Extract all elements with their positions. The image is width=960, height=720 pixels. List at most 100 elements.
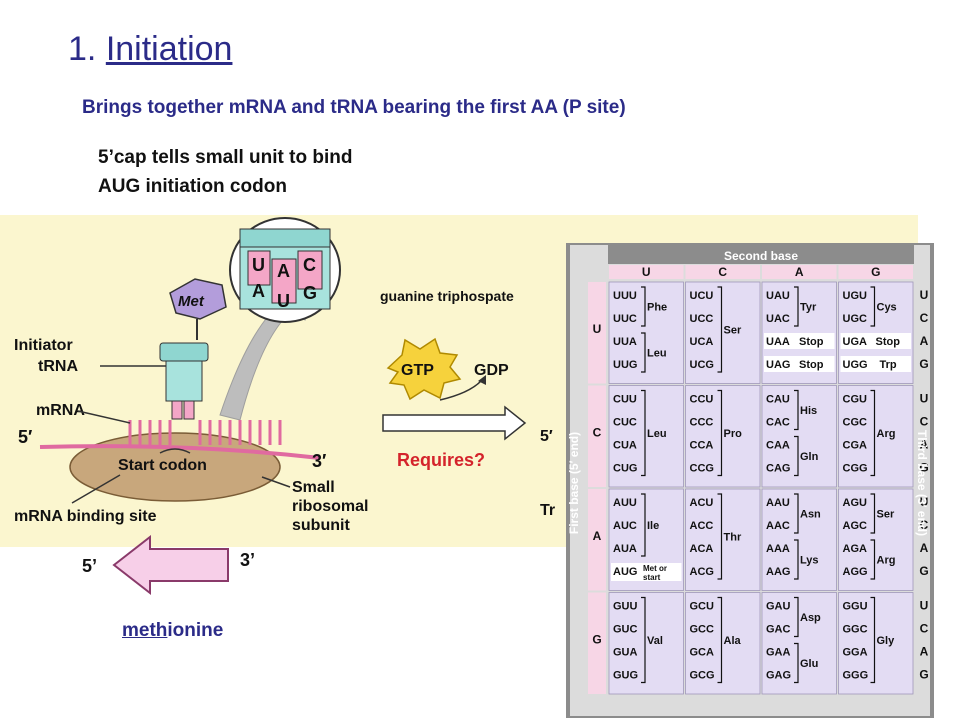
codon-CGU: CGU bbox=[843, 394, 868, 406]
codon-bracket bbox=[717, 493, 723, 580]
stop-codon-UGA: UGA bbox=[843, 336, 868, 348]
small-subunit-label-3: subunit bbox=[292, 517, 350, 534]
codon-CAA: CAA bbox=[766, 440, 790, 452]
third-base-C: C bbox=[920, 622, 929, 636]
third-base-axis-label: Third base (3′ end) bbox=[915, 430, 929, 536]
codon-cell bbox=[838, 488, 914, 591]
codon-ACA: ACA bbox=[690, 543, 714, 555]
codon-cell bbox=[838, 592, 914, 695]
codon-GAC: GAC bbox=[766, 624, 791, 636]
codon-bracket bbox=[794, 286, 799, 327]
codon-bracket bbox=[717, 596, 723, 684]
codon-CGG: CGG bbox=[843, 463, 868, 475]
mrna-label: mRNA bbox=[36, 402, 85, 419]
stop-label: Stop bbox=[799, 336, 824, 348]
stop-highlight bbox=[764, 333, 835, 349]
first-base-axis-label: First base (5′ end) bbox=[567, 432, 581, 534]
codon-CCA: CCA bbox=[690, 440, 714, 452]
codon-UGC: UGC bbox=[843, 313, 868, 325]
codon-GCU: GCU bbox=[690, 601, 715, 613]
cap-note: 5’cap tells small unit to bind bbox=[98, 147, 353, 168]
codon-cell bbox=[608, 281, 684, 384]
codon-CCU: CCU bbox=[690, 394, 714, 406]
codon-bracket bbox=[794, 596, 799, 638]
codon-bracket bbox=[794, 435, 799, 477]
stop-highlight bbox=[840, 333, 911, 349]
amino-acid-tyr: Tyr bbox=[800, 302, 817, 314]
codon-UCA: UCA bbox=[690, 336, 714, 348]
codon-CUC: CUC bbox=[613, 417, 637, 429]
codon-bracket bbox=[641, 332, 646, 373]
codon-GAG: GAG bbox=[766, 670, 791, 682]
third-base-G: G bbox=[919, 564, 928, 578]
codon-UCC: UCC bbox=[690, 313, 714, 325]
codon-ACG: ACG bbox=[690, 566, 714, 578]
third-base-U: U bbox=[920, 599, 929, 613]
met-text: Met bbox=[178, 293, 205, 310]
codon-AAG: AAG bbox=[766, 566, 790, 578]
codon-CAC: CAC bbox=[766, 417, 790, 429]
amino-acid-leu: Leu bbox=[647, 428, 667, 440]
first-base-U: U bbox=[593, 322, 602, 336]
codon-GCG: GCG bbox=[690, 670, 715, 682]
third-base-G: G bbox=[919, 461, 928, 475]
codon-UUU: UUU bbox=[613, 290, 637, 302]
codon-AUU: AUU bbox=[613, 497, 637, 509]
second-base-cell bbox=[609, 265, 684, 279]
amino-acid-ala: Ala bbox=[724, 635, 742, 647]
codon-ACU: ACU bbox=[690, 497, 714, 509]
codon-bracket bbox=[641, 493, 646, 557]
first-base-G: G bbox=[592, 633, 601, 647]
third-base-U: U bbox=[920, 392, 929, 406]
start-codon-AUG: AUG bbox=[613, 566, 637, 578]
amino-acid-ser: Ser bbox=[724, 325, 742, 337]
third-base-A: A bbox=[920, 334, 929, 348]
methionine-label: methionine bbox=[122, 620, 223, 642]
codon-GCC: GCC bbox=[690, 624, 715, 636]
amino-acid-asp: Asp bbox=[800, 612, 821, 624]
arrow-three-prime: 3’ bbox=[240, 550, 256, 570]
title-number: 1. bbox=[68, 30, 106, 68]
codon-GUA: GUA bbox=[613, 647, 638, 659]
amino-acid-gln: Gln bbox=[800, 451, 819, 463]
codon-GAA: GAA bbox=[766, 647, 791, 659]
codon-CAG: CAG bbox=[766, 463, 790, 475]
amino-acid-asn: Asn bbox=[800, 509, 821, 521]
single-highlight bbox=[840, 356, 911, 372]
gdp-text: GDP bbox=[474, 362, 509, 379]
codon-a: A bbox=[252, 281, 265, 301]
second-base-title: Second base bbox=[724, 249, 798, 263]
codon-CUU: CUU bbox=[613, 394, 637, 406]
gtp-description: guanine triphospate bbox=[380, 288, 514, 304]
first-base-cell bbox=[588, 592, 606, 694]
codon-GGA: GGA bbox=[843, 647, 868, 659]
codon-bracket bbox=[870, 539, 876, 580]
amino-acid-gly: Gly bbox=[877, 635, 896, 647]
codon-bracket bbox=[641, 389, 646, 477]
stop-label: Stop bbox=[876, 336, 901, 348]
methionine-part1: meth bbox=[122, 620, 168, 641]
subtitle: Brings together mRNA and tRNA bearing th… bbox=[82, 97, 626, 118]
direction-arrow bbox=[112, 535, 229, 596]
codon-bracket bbox=[641, 596, 646, 684]
amino-acid-phe: Phe bbox=[647, 302, 667, 314]
codon-cell bbox=[608, 385, 684, 488]
codon-u: U bbox=[277, 291, 290, 311]
codon-GAU: GAU bbox=[766, 601, 791, 613]
codon-bracket bbox=[794, 389, 799, 431]
five-prime-label: 5′ bbox=[18, 427, 32, 447]
codon-UGU: UGU bbox=[843, 290, 868, 302]
codon-UUC: UUC bbox=[613, 313, 637, 325]
stop-highlight bbox=[764, 356, 835, 372]
codon-bracket bbox=[870, 286, 876, 327]
second-base-cell bbox=[838, 265, 913, 279]
arrow-five-prime: 5’ bbox=[82, 556, 98, 576]
first-base-cell bbox=[588, 489, 606, 591]
small-subunit-label-2: ribosomal bbox=[292, 498, 368, 515]
codon-cell bbox=[608, 592, 684, 695]
small-subunit-label-1: Small bbox=[292, 479, 335, 496]
first-base-cell bbox=[588, 282, 606, 384]
codon-cell bbox=[685, 385, 761, 488]
anticodon-a: A bbox=[277, 261, 290, 281]
first-base-C: C bbox=[593, 426, 602, 440]
